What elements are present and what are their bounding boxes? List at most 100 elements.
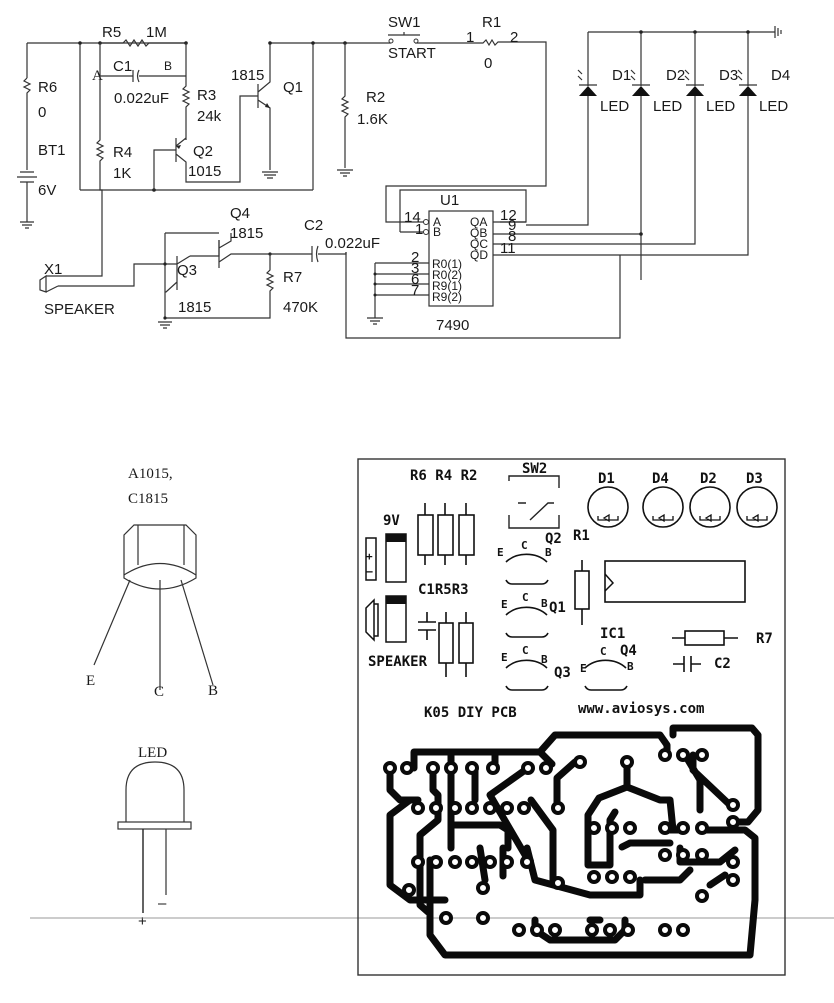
d3-value: LED bbox=[706, 98, 735, 115]
r4-resistor bbox=[95, 76, 313, 191]
pcb-label-d2: D2 bbox=[700, 471, 717, 487]
d1-led bbox=[526, 69, 597, 226]
pcb-label-9v: 9V bbox=[383, 513, 400, 529]
r1-resistor bbox=[385, 38, 547, 223]
u1-pin-6-num: 6 bbox=[411, 271, 419, 288]
pin-b-label: B bbox=[208, 683, 218, 699]
transistor-pinout-diagram: A1015, C1815 E C B bbox=[86, 466, 218, 700]
d2-value: LED bbox=[653, 98, 682, 115]
q3-ref: Q3 bbox=[177, 262, 197, 279]
pcb-transistor-footprints bbox=[505, 553, 628, 691]
ground-icon bbox=[262, 171, 278, 179]
q2-value: 1015 bbox=[188, 163, 221, 180]
r1-pin1: 1 bbox=[466, 29, 474, 46]
u1-pin-14-name: A bbox=[433, 215, 441, 229]
pcb-label-q3: Q3 bbox=[554, 665, 571, 681]
r1-pin2: 2 bbox=[510, 29, 518, 46]
d2-led bbox=[630, 69, 650, 280]
q2-e: E bbox=[497, 546, 504, 559]
r2-ref: R2 bbox=[366, 89, 385, 106]
q2-c: C bbox=[521, 539, 528, 552]
d3-ref: D3 bbox=[719, 67, 738, 84]
q4-transistor bbox=[218, 233, 272, 268]
u1-ref: U1 bbox=[440, 192, 459, 209]
r6-ref: R6 bbox=[38, 79, 57, 96]
q4-ref: Q4 bbox=[230, 205, 250, 222]
pcb-label-q4: Q4 bbox=[620, 643, 637, 659]
u1-pin-11-num: 11 bbox=[500, 240, 516, 257]
u1-ic-7490 bbox=[367, 189, 527, 325]
q2-transistor bbox=[153, 95, 258, 190]
led-minus-label: – bbox=[158, 895, 167, 912]
led-pinout-diagram: LED – + bbox=[117, 745, 192, 930]
r3-value: 24k bbox=[197, 108, 222, 125]
pcb-label-q1: Q1 bbox=[549, 600, 566, 616]
led-plus-label: + bbox=[138, 913, 147, 930]
u1-pin-8-num: 8 bbox=[508, 228, 516, 245]
r1-ref: R1 bbox=[482, 14, 501, 31]
x1-value: SPEAKER bbox=[44, 301, 115, 318]
r4-value: 1K bbox=[113, 165, 131, 182]
pcb-label-r1: R1 bbox=[573, 528, 590, 544]
c1-node-b: B bbox=[164, 59, 172, 73]
u1-value: 7490 bbox=[436, 317, 469, 334]
led-title: LED bbox=[138, 745, 167, 761]
r6-resistor bbox=[22, 77, 32, 140]
u1-qa-name: QA bbox=[470, 215, 487, 229]
sw1-ref: SW1 bbox=[388, 14, 421, 31]
q1-value: 1815 bbox=[231, 67, 264, 84]
r7-ref: R7 bbox=[283, 269, 302, 286]
u1-pin-6-name: R9(1) bbox=[432, 279, 462, 293]
q3-c: C bbox=[522, 644, 529, 657]
u1-pin-7-name: R9(2) bbox=[432, 290, 462, 304]
battery-plus: + bbox=[366, 550, 373, 563]
u1-pin-14-num: 14 bbox=[404, 209, 421, 226]
u1-pin-1-name: B bbox=[433, 225, 441, 239]
u1-qc-name: QC bbox=[470, 237, 488, 251]
q1-ref: Q1 bbox=[283, 79, 303, 96]
u1-pin-3-num: 3 bbox=[411, 260, 419, 277]
pcb-ic-footprint bbox=[604, 560, 746, 603]
u1-pin-9-num: 9 bbox=[508, 217, 516, 234]
u1-pin-3-name: R0(2) bbox=[432, 268, 462, 282]
led-body-icon bbox=[125, 761, 185, 822]
sw1-value: START bbox=[388, 45, 436, 62]
battery-minus: – bbox=[366, 565, 373, 578]
u1-qd-name: QD bbox=[470, 248, 488, 262]
r3-resistor bbox=[181, 43, 191, 140]
pcb-label-r7: R7 bbox=[756, 631, 773, 647]
q1-b: B bbox=[541, 597, 548, 610]
q3-value: 1815 bbox=[178, 299, 211, 316]
transistor-title-1: A1015, bbox=[128, 466, 173, 482]
pcb-url: www.aviosys.com bbox=[578, 701, 704, 717]
q3-transistor bbox=[158, 232, 271, 329]
q4-c: C bbox=[600, 645, 607, 658]
u1-pin-1-num: 1 bbox=[415, 221, 423, 238]
c1-ref: C1 bbox=[113, 58, 132, 75]
q4-value: 1815 bbox=[230, 225, 263, 242]
q3-e: E bbox=[501, 651, 508, 664]
q1-c: C bbox=[522, 591, 529, 604]
to92-package-icon bbox=[123, 524, 197, 590]
d1-value: LED bbox=[600, 98, 629, 115]
transistor-title-2: C1815 bbox=[128, 491, 168, 507]
q1-e: E bbox=[501, 598, 508, 611]
sw1-switch bbox=[388, 32, 468, 44]
pcb-label-caps-row: C1R5R3 bbox=[418, 582, 469, 598]
q3-b: B bbox=[541, 653, 548, 666]
x1-ref: X1 bbox=[44, 261, 62, 278]
q2-b: B bbox=[545, 546, 552, 559]
battery-icon bbox=[365, 537, 377, 581]
pin-e-label: E bbox=[86, 673, 95, 689]
d4-value: LED bbox=[759, 98, 788, 115]
r5-ref: R5 bbox=[102, 24, 121, 41]
bt1-battery-icon bbox=[17, 140, 37, 222]
pcb-label-d3: D3 bbox=[746, 471, 763, 487]
pcb-label-c2: C2 bbox=[714, 656, 731, 672]
q2-ref: Q2 bbox=[193, 143, 213, 160]
d4-led bbox=[526, 69, 757, 256]
pcb-layout: R6 R4 R2 SW2 9V + – D1 D4 D2 D3 bbox=[357, 458, 786, 976]
pcb-label-sw2: SW2 bbox=[522, 461, 547, 477]
pcb-label-d4: D4 bbox=[652, 471, 669, 487]
ground-icon bbox=[158, 321, 172, 329]
